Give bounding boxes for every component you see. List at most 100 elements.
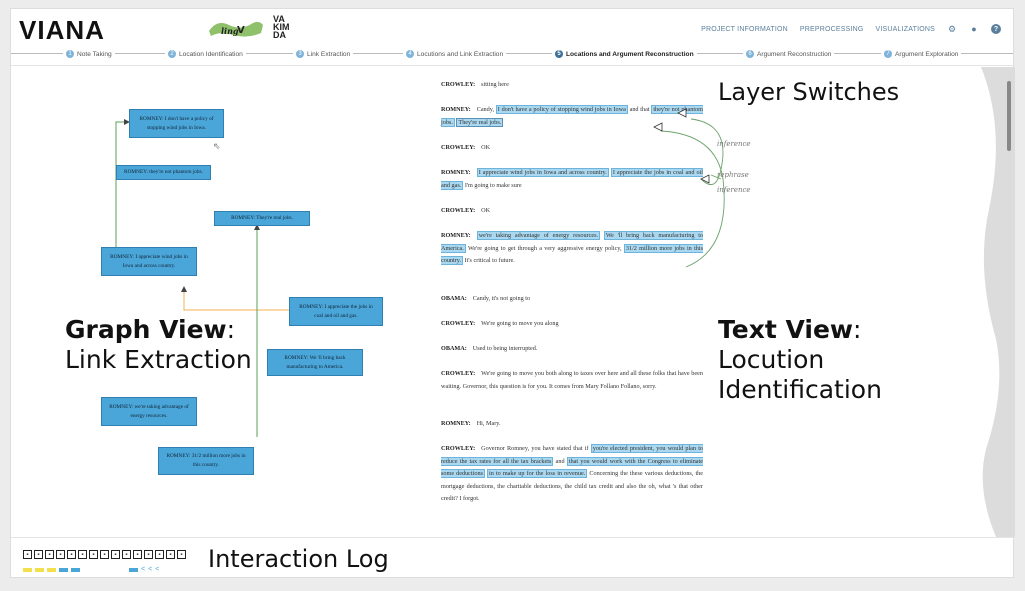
- text-scrollbar[interactable]: [1006, 67, 1013, 537]
- graph-node[interactable]: ROMNEY: 31/2 million more jobs in this c…: [158, 447, 254, 475]
- turn-text: I'm going to make sure: [464, 181, 522, 189]
- step-label: Locations and Argument Reconstruction: [566, 50, 694, 58]
- turn-text: Governor Romney, you have stated that if: [481, 445, 589, 452]
- locution-highlight[interactable]: we're taking advantage of energy resourc…: [476, 231, 601, 240]
- turn-text: We're going to move you both along to ta…: [441, 370, 703, 390]
- graph-view[interactable]: ROMNEY: I don't have a policy of stoppin…: [11, 67, 431, 537]
- step-number: 3: [296, 50, 304, 58]
- turn-text: Used to being interrupted.: [472, 345, 538, 352]
- step-number: 2: [168, 50, 176, 58]
- label-text-view-sub2: Identification: [718, 375, 882, 404]
- graph-node[interactable]: ROMNEY: I appreciate the jobs in coal an…: [289, 297, 383, 326]
- turn: OBAMA:Used to being interrupted.: [441, 343, 703, 356]
- turn: ROMNEY:Hi, Mary.: [441, 418, 703, 431]
- speaker: CROWLEY:: [441, 207, 476, 214]
- turn-text: sitting here: [481, 81, 509, 88]
- turn-text: Candy,: [476, 106, 494, 113]
- header-divider: [11, 65, 1013, 66]
- step-number: 4: [406, 50, 414, 58]
- turn: CROWLEY: OK: [441, 142, 703, 155]
- graph-node[interactable]: ROMNEY: we're taking advantage of energy…: [101, 397, 197, 426]
- log-event-icon[interactable]: ▪: [34, 550, 43, 559]
- turn-text: and that: [629, 106, 650, 113]
- user-icon[interactable]: ●: [971, 24, 977, 34]
- log-event-icon[interactable]: ▪: [78, 550, 87, 559]
- graph-node[interactable]: ROMNEY: I don't have a policy of stoppin…: [129, 109, 224, 138]
- speaker: CROWLEY:: [441, 370, 476, 377]
- log-event-icon[interactable]: ▪: [23, 550, 32, 559]
- log-event-icon[interactable]: ▪: [133, 550, 142, 559]
- graph-node[interactable]: ROMNEY: they're not phantom jobs.: [116, 165, 211, 180]
- log-event-icon[interactable]: ▪: [166, 550, 175, 559]
- locution-highlight[interactable]: I appreciate wind jobs in Iowa and acros…: [476, 168, 609, 177]
- log-event-icon[interactable]: ▪: [144, 550, 153, 559]
- log-event-icon[interactable]: ▪: [67, 550, 76, 559]
- log-event-icon[interactable]: ▪: [155, 550, 164, 559]
- locution-highlight[interactable]: in to make up for the loss in revenue.: [487, 469, 588, 479]
- speaker: CROWLEY:: [441, 445, 476, 452]
- graph-node[interactable]: ROMNEY: I appreciate wind jobs in Iowa a…: [101, 247, 197, 276]
- turn: ROMNEY:I appreciate wind jobs in Iowa an…: [441, 167, 704, 192]
- interaction-log[interactable]: ▪▪▪▪▪▪▪▪▪▪▪▪▪▪▪ < < < Interaction Log: [11, 537, 1013, 579]
- annotation-inference: inference: [717, 140, 751, 148]
- step-label: Locutions and Link Extraction: [417, 50, 504, 58]
- turn-text: OK: [481, 144, 491, 151]
- nav-project-information[interactable]: PROJECT INFORMATION: [701, 25, 788, 33]
- step-number: 7: [884, 50, 892, 58]
- label-interaction-log: Interaction Log: [208, 545, 389, 573]
- turn: CROWLEY:We're going to move you both alo…: [441, 368, 703, 393]
- speaker: ROMNEY:: [441, 232, 471, 239]
- log-event-icon[interactable]: ▪: [111, 550, 120, 559]
- top-nav: PROJECT INFORMATION PREPROCESSING VISUAL…: [701, 24, 1001, 34]
- scrollbar-thumb[interactable]: [1007, 81, 1011, 151]
- help-icon[interactable]: ?: [991, 24, 1001, 34]
- log-event-icon[interactable]: ▪: [89, 550, 98, 559]
- label-colon: :: [226, 315, 236, 344]
- log-event-icon[interactable]: ▪: [122, 550, 131, 559]
- log-mark: [59, 567, 68, 572]
- turn: CROWLEY:OK: [441, 205, 703, 218]
- log-event-icon[interactable]: ▪: [100, 550, 109, 559]
- locution-highlight[interactable]: I don't have a policy of stopping wind j…: [495, 105, 628, 114]
- step-label: Note Taking: [77, 50, 112, 58]
- nav-preprocessing[interactable]: PREPROCESSING: [799, 25, 864, 33]
- nav-visualizations[interactable]: VISUALIZATIONS: [875, 25, 935, 33]
- log-mark: [71, 567, 80, 572]
- log-event-icon[interactable]: ▪: [177, 550, 186, 559]
- log-event-marks: < < <: [23, 566, 159, 573]
- locution-highlight[interactable]: They're real jobs.: [456, 117, 504, 127]
- log-mark: [35, 567, 44, 572]
- label-text-view-title: Text View: [718, 315, 853, 344]
- log-event-icon[interactable]: ▪: [56, 550, 65, 559]
- graph-node[interactable]: ROMNEY: They're real jobs.: [214, 211, 310, 226]
- turn-text: Concerning the these various deductions,…: [441, 470, 704, 503]
- step-label: Argument Exploration: [895, 50, 959, 58]
- turn: OBAMA:Candy, it's not going to: [441, 293, 703, 306]
- log-mark: [129, 567, 138, 572]
- log-mark: [23, 567, 32, 572]
- label-graph-view: Graph View:: [65, 315, 235, 345]
- speaker: CROWLEY:: [441, 144, 476, 151]
- partner-logo: ling V: [209, 21, 263, 37]
- link-edge: [115, 119, 130, 247]
- link-edge: [181, 286, 289, 311]
- log-event-icon[interactable]: ▪: [45, 550, 54, 559]
- gear-icon[interactable]: ⚙: [947, 23, 957, 34]
- step-label: Argument Reconstruction: [757, 50, 832, 58]
- label-graph-view-sub: Link Extraction: [65, 345, 252, 374]
- step-number: 5: [555, 50, 563, 58]
- step-label: Location Identification: [179, 50, 243, 58]
- turn-text: Hi, Mary.: [476, 420, 501, 427]
- mouse-cursor-icon: ⇖: [213, 141, 221, 151]
- turn-text: We're going to move you along: [481, 320, 559, 327]
- graph-node[interactable]: ROMNEY: We 'll bring back manufacturing …: [267, 349, 363, 376]
- label-text-view: Text View:: [718, 315, 861, 345]
